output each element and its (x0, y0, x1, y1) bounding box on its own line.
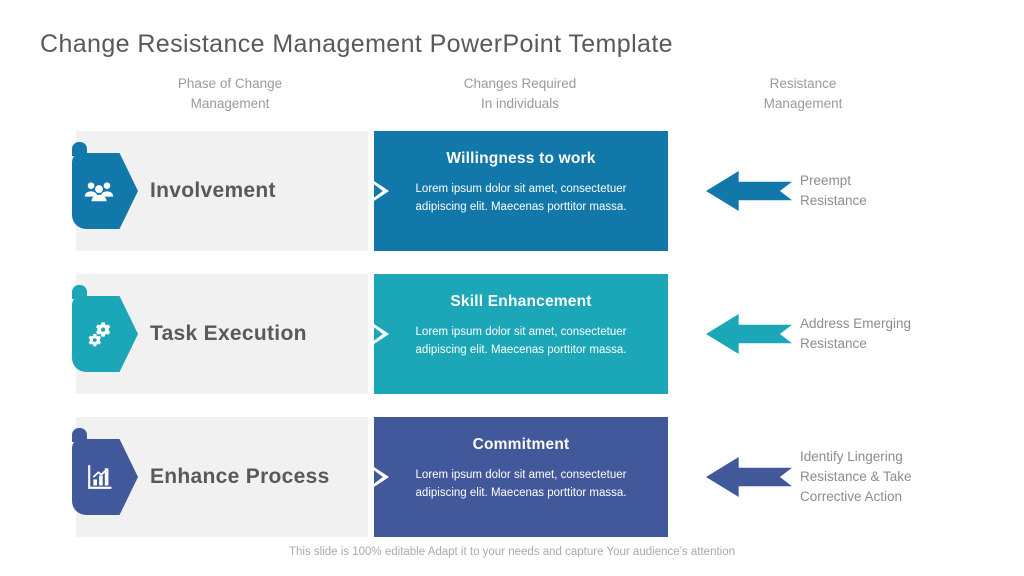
row-enhance-process: Enhance Process Commitment Lorem ipsum d… (0, 417, 1024, 537)
resistance-text: Address Emerging Resistance (800, 274, 990, 394)
column-header-phase-line2: Management (190, 96, 270, 111)
column-header-phase-line1: Phase of Change (177, 76, 283, 91)
changes-panel-title: Skill Enhancement (450, 293, 592, 310)
phase-badge[interactable] (72, 428, 138, 515)
changes-panel-body: Lorem ipsum dolor sit amet, consectetuer… (415, 469, 627, 499)
column-header-changes: Changes Required In individuals (420, 74, 620, 114)
resistance-line: Address Emerging (800, 316, 912, 331)
resistance-text: Preempt Resistance (800, 131, 990, 251)
badge-fold (72, 428, 87, 442)
arrow-left-icon (706, 171, 792, 211)
badge-fold (72, 285, 87, 299)
column-header-phase: Phase of Change Management (130, 74, 330, 114)
phase-badge[interactable] (72, 142, 138, 229)
footer-note: This slide is 100% editable Adapt it to … (288, 546, 736, 558)
bar-chart-icon (80, 458, 118, 496)
changes-panel-body: Lorem ipsum dolor sit amet, consectetuer… (415, 326, 627, 356)
phase-badge[interactable] (72, 285, 138, 372)
changes-panel: Commitment Lorem ipsum dolor sit amet, c… (374, 417, 668, 537)
column-header-resistance: Resistance Management (700, 74, 906, 114)
resistance-line: Resistance (800, 336, 867, 351)
phase-label: Involvement (150, 179, 276, 202)
resistance-line: Identify Lingering (800, 449, 903, 464)
changes-panel-title: Commitment (472, 436, 570, 453)
changes-panel-title: Willingness to work (446, 150, 596, 167)
page-title: Change Resistance Management PowerPoint … (40, 30, 673, 58)
gears-icon (80, 315, 118, 353)
phase-label: Enhance Process (150, 465, 330, 488)
column-header-changes-line2: In individuals (480, 96, 560, 111)
resistance-line: Resistance (800, 193, 867, 208)
people-group-icon (80, 172, 118, 210)
arrow-left-icon (706, 314, 792, 354)
changes-panel-body: Lorem ipsum dolor sit amet, consectetuer… (415, 183, 627, 213)
resistance-text: Identify Lingering Resistance & Take Cor… (800, 417, 990, 537)
column-header-resistance-line1: Resistance (769, 76, 837, 91)
resistance-line: Corrective Action (800, 489, 903, 504)
arrow-left-icon (706, 457, 792, 497)
row-involvement: Involvement Willingness to work Lorem ip… (0, 131, 1024, 251)
resistance-line: Preempt (800, 173, 852, 188)
resistance-line: Resistance & Take (800, 469, 912, 484)
row-task-execution: Task Execution Skill Enhancement Lorem i… (0, 274, 1024, 394)
column-header-resistance-line2: Management (763, 96, 843, 111)
column-header-changes-line1: Changes Required (463, 76, 577, 91)
phase-label: Task Execution (150, 322, 307, 345)
changes-panel: Skill Enhancement Lorem ipsum dolor sit … (374, 274, 668, 394)
changes-panel: Willingness to work Lorem ipsum dolor si… (374, 131, 668, 251)
badge-fold (72, 142, 87, 156)
